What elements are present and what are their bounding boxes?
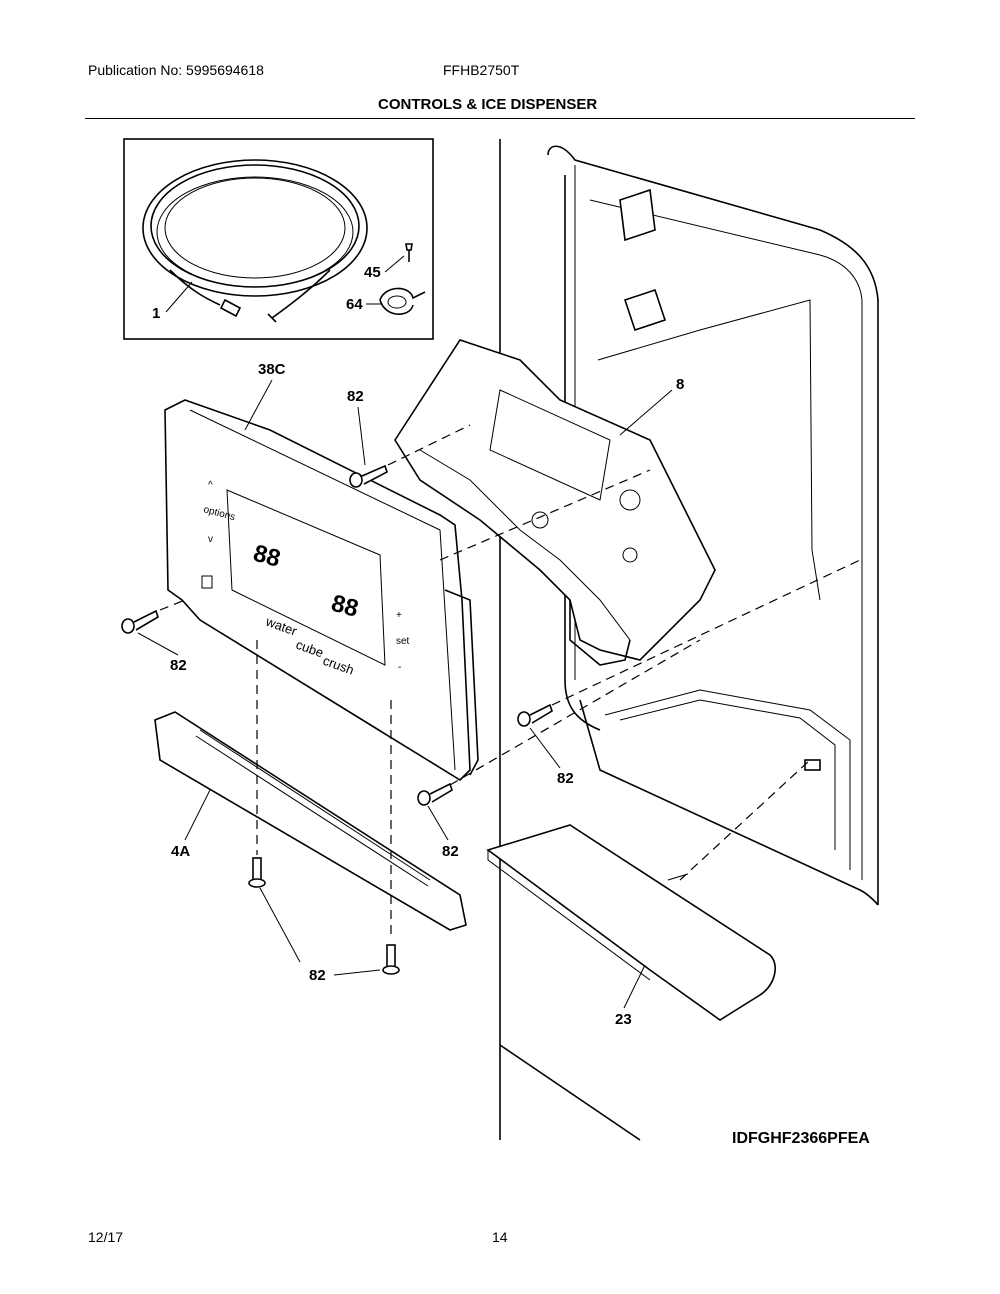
screw-82-right [517, 703, 553, 727]
callout-82-left: 82 [170, 657, 187, 674]
footer-date: 12/17 [88, 1229, 124, 1245]
screw-82-top [349, 464, 388, 488]
callout-1: 1 [152, 305, 160, 322]
panel-plus-label: + [396, 610, 402, 621]
panel-up-button: ^ [208, 480, 213, 491]
page-number: 14 [492, 1229, 508, 1245]
screw-45 [405, 243, 413, 262]
screw-82-bottom-left [248, 857, 266, 888]
dispenser-housing-8 [394, 339, 716, 666]
water-tubing-coil [142, 159, 368, 323]
callout-45: 45 [364, 264, 381, 281]
clamp-64 [379, 287, 426, 315]
callout-82-lower: 82 [442, 843, 459, 860]
publication-number: Publication No: 5995694618 [88, 62, 264, 78]
callout-38c: 38C [258, 361, 286, 378]
callout-82-bottom: 82 [309, 967, 326, 984]
inset-box: 1 45 64 [123, 138, 434, 340]
screw-82-bottom-right [382, 944, 400, 975]
screw-82-lower [417, 782, 453, 806]
screw-82-left [121, 609, 159, 634]
callout-4a: 4A [171, 843, 190, 860]
control-panel-38c: ^ options v 88 88 water cube crush + set… [164, 399, 479, 782]
panel-set-label: set [396, 636, 410, 647]
callout-23: 23 [615, 1011, 632, 1028]
panel-minus-label: - [398, 662, 401, 673]
trim-4a [154, 711, 467, 931]
panel-down-button: v [208, 534, 213, 545]
callout-8: 8 [676, 376, 684, 393]
section-title: CONTROLS & ICE DISPENSER [378, 96, 598, 113]
diagram-id: IDFGHF2366PFEA [732, 1130, 870, 1147]
lock-icon [201, 575, 213, 589]
callout-64: 64 [346, 296, 363, 313]
drip-tray-23 [486, 824, 776, 1021]
callout-82-top: 82 [347, 388, 364, 405]
callout-82-right: 82 [557, 770, 574, 787]
model-number: FFHB2750T [443, 62, 520, 78]
alignment-lines [159, 424, 861, 940]
header-rule [85, 118, 915, 119]
